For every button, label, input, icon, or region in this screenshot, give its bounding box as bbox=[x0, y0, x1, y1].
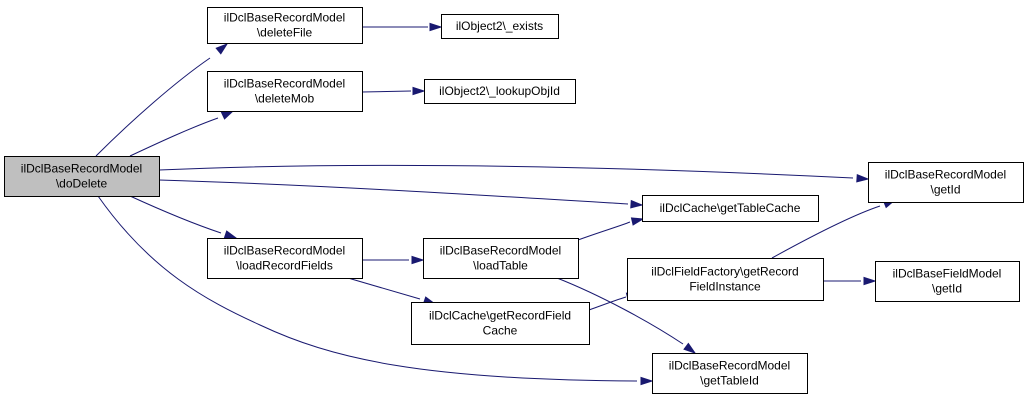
edge-dodelete-to-loadrecordfields-line bbox=[129, 195, 222, 234]
node-label-line: \getId bbox=[930, 183, 960, 197]
edge-deletemob-to-lookupobjid-line bbox=[361, 90, 412, 93]
node-get-table-cache[interactable]: ilDclCache\getTableCache bbox=[642, 195, 819, 222]
node-box bbox=[411, 302, 590, 345]
node-label-line: ilDclCache\getTableCache bbox=[660, 201, 801, 215]
node-field-get-id[interactable]: ilDclBaseFieldModel\getId bbox=[875, 261, 1020, 302]
node-label-line: \getId bbox=[932, 282, 962, 296]
edge-dodelete-to-deletemob-line bbox=[129, 117, 219, 157]
node-lookup-obj-id[interactable]: ilObject2\_lookupObjId bbox=[424, 79, 576, 104]
node-label-line: \loadTable bbox=[473, 259, 528, 273]
edge-loadtable-to-gettablecache-line bbox=[577, 221, 631, 241]
node-label-line: ilDclBaseRecordModel bbox=[224, 244, 345, 258]
edge-loadrecordfields-to-getrecordfieldcache-line bbox=[347, 277, 421, 300]
node-label-line: \loadRecordFields bbox=[236, 259, 333, 273]
node-box bbox=[642, 195, 819, 222]
edge-deletemob-to-lookupobjid-arrowhead bbox=[412, 86, 426, 96]
node-box bbox=[423, 238, 579, 279]
node-delete-mob[interactable]: ilDclBaseRecordModel\deleteMob bbox=[207, 71, 363, 112]
edge-loadtable-to-gettablecache bbox=[577, 217, 645, 241]
node-load-table[interactable]: ilDclBaseRecordModel\loadTable bbox=[423, 238, 579, 279]
edge-dodelete-to-deletefile-arrowhead bbox=[215, 42, 229, 55]
nodes: ilDclBaseRecordModel\doDeleteilDclBaseRe… bbox=[4, 7, 1024, 394]
node-label-line: ilDclBaseRecordModel bbox=[669, 359, 790, 373]
edge-dodelete-to-loadrecordfields-arrowhead bbox=[223, 230, 238, 239]
node-label-line: Cache bbox=[483, 324, 518, 338]
node-box bbox=[207, 7, 363, 44]
edge-dodelete-to-deletemob-arrowhead bbox=[220, 110, 235, 120]
node-box bbox=[875, 261, 1020, 302]
edge-dodelete-to-gettablecache bbox=[158, 179, 644, 209]
node-box bbox=[652, 353, 808, 394]
node-label-line: ilObject2\_lookupObjId bbox=[439, 84, 560, 98]
node-label-line: \doDelete bbox=[56, 177, 108, 191]
node-label-line: ilDclBaseRecordModel bbox=[21, 162, 142, 176]
node-box bbox=[4, 156, 160, 197]
node-box bbox=[441, 14, 559, 39]
edge-getrecordfieldinstance-to-fieldgetid-arrowhead bbox=[863, 276, 877, 286]
node-label-line: ilDclBaseRecordModel bbox=[440, 244, 561, 258]
edge-deletemob-to-lookupobjid bbox=[361, 86, 426, 96]
node-label-line: ilObject2\_exists bbox=[456, 19, 543, 33]
edge-loadtable-to-gettablecache-arrowhead bbox=[630, 217, 645, 226]
node-label-line: ilDclBaseFieldModel bbox=[893, 267, 1002, 281]
edge-dodelete-to-loadrecordfields bbox=[129, 195, 238, 239]
node-label-line: FieldInstance bbox=[689, 280, 761, 294]
edge-loadtable-to-gettableid-line bbox=[556, 277, 684, 345]
node-delete-file[interactable]: ilDclBaseRecordModel\deleteFile bbox=[207, 7, 363, 44]
edge-dodelete-to-gettablecache-arrowhead bbox=[630, 199, 644, 209]
edge-dodelete-to-getid-arrowhead bbox=[856, 173, 870, 183]
edge-getrecordfieldinstance-to-fieldgetid bbox=[823, 276, 877, 286]
node-box bbox=[868, 162, 1024, 203]
node-label-line: ilDclFieldFactory\getRecord bbox=[651, 265, 798, 279]
node-load-record-fields[interactable]: ilDclBaseRecordModel\loadRecordFields bbox=[207, 238, 363, 279]
node-label-line: ilDclBaseRecordModel bbox=[885, 168, 1006, 182]
node-get-id[interactable]: ilDclBaseRecordModel\getId bbox=[868, 162, 1024, 203]
edge-dodelete-to-gettableid-arrowhead bbox=[640, 376, 654, 386]
edge-dodelete-to-deletefile-line bbox=[95, 57, 211, 157]
node-exists[interactable]: ilObject2\_exists bbox=[441, 14, 559, 39]
edge-getrecordfieldcache-to-getrecordfieldinstance-line bbox=[588, 296, 627, 311]
edge-loadtable-to-gettableid bbox=[556, 277, 697, 354]
node-box bbox=[207, 238, 363, 279]
node-box bbox=[424, 79, 576, 104]
edge-loadrecordfields-to-loadtable bbox=[362, 255, 425, 265]
edge-loadrecordfields-to-loadtable-arrowhead bbox=[411, 255, 425, 265]
edge-dodelete-to-deletefile bbox=[95, 42, 229, 157]
node-label-line: ilDclCache\getRecordField bbox=[429, 309, 571, 323]
edge-dodelete-to-deletemob bbox=[129, 110, 235, 157]
node-label-line: ilDclBaseRecordModel bbox=[224, 11, 345, 25]
edge-getrecordfieldinstance-to-getid-line bbox=[771, 205, 881, 259]
node-label-line: \deleteFile bbox=[257, 26, 313, 40]
node-get-table-id[interactable]: ilDclBaseRecordModel\getTableId bbox=[652, 353, 808, 394]
edge-dodelete-to-getid bbox=[158, 164, 870, 183]
node-box bbox=[627, 258, 824, 301]
node-label-line: \getTableId bbox=[700, 374, 759, 388]
edge-dodelete-to-gettableid bbox=[97, 195, 654, 386]
edge-loadtable-to-gettableid-arrowhead bbox=[683, 342, 697, 354]
node-root[interactable]: ilDclBaseRecordModel\doDelete bbox=[4, 156, 160, 197]
node-label-line: \deleteMob bbox=[255, 92, 315, 106]
node-label-line: ilDclBaseRecordModel bbox=[224, 77, 345, 91]
edge-loadrecordfields-to-getrecordfieldcache bbox=[347, 277, 437, 305]
node-box bbox=[207, 71, 363, 112]
edge-deletefile-to-exists bbox=[362, 22, 443, 32]
edge-dodelete-to-getid-line bbox=[158, 164, 854, 179]
edge-dodelete-to-gettablecache-line bbox=[158, 179, 629, 205]
edge-deletefile-to-exists-arrowhead bbox=[429, 22, 443, 32]
edge-dodelete-to-gettableid-line bbox=[97, 195, 638, 382]
